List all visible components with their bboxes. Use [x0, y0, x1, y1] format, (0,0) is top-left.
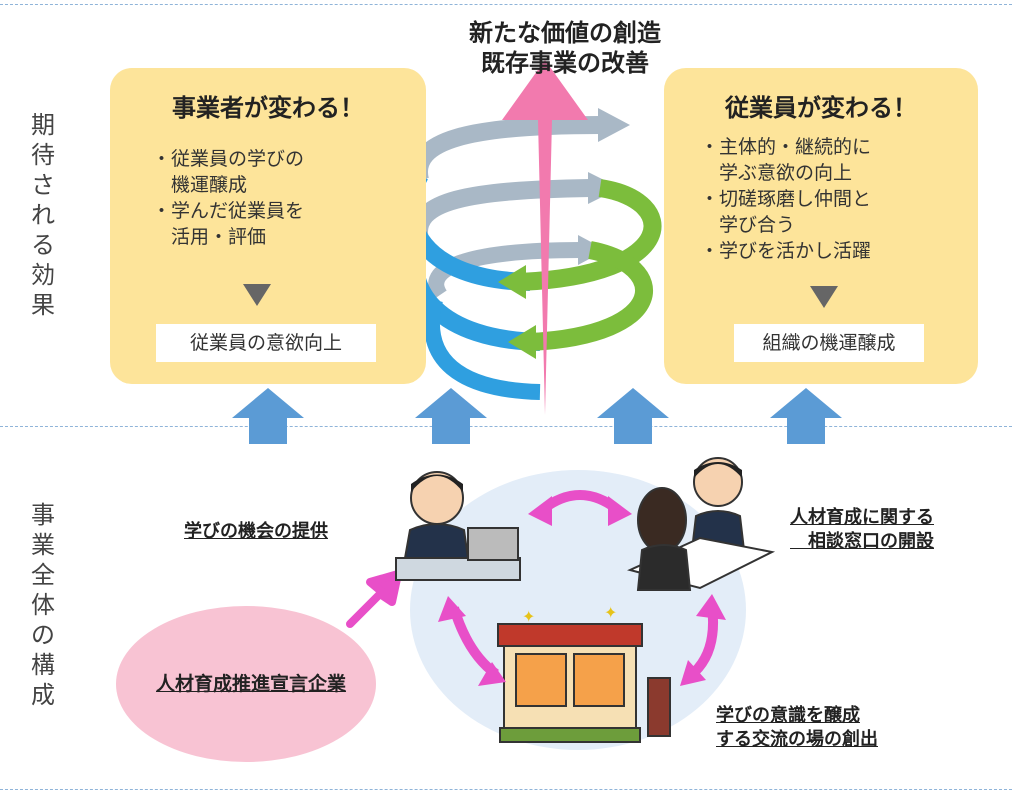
- company-to-desk-arrow: [346, 570, 402, 628]
- spiral-green-arc-1: [519, 179, 662, 291]
- right-bullet-5: ・学びを活かし活躍: [700, 240, 872, 262]
- right-panel-bullets: ・主体的・継続的に 学ぶ意欲の向上 ・切磋琢磨し仲間と 学び合う ・学びを活かし…: [700, 134, 871, 264]
- spiral-gray-arc-2: [409, 179, 591, 243]
- exchange-label: 学びの意識を醸成 する交流の場の創出: [716, 705, 878, 750]
- right-bullet-3: ・切磋琢磨し仲間と: [700, 188, 872, 210]
- spiral-green-arrowhead-2: [508, 325, 536, 359]
- double-arrow-top: [528, 490, 632, 526]
- header-title-line2: 既存事業の改善: [481, 49, 649, 77]
- left-bullet-3: ・学んだ従業員を: [152, 200, 305, 222]
- double-arrow-right: [680, 594, 726, 686]
- man-at-desk-illustration: [395, 471, 521, 581]
- left-result-box: 従業員の意欲向上: [156, 324, 376, 362]
- right-panel: 従業員が変わる！ ・主体的・継続的に 学ぶ意欲の向上 ・切磋琢磨し仲間と 学び合…: [664, 68, 978, 384]
- structure-side-label: 事 業 全 体 の 構 成: [31, 501, 55, 709]
- pink-up-arrow: [502, 60, 588, 415]
- svg-text:✦: ✦: [604, 603, 617, 622]
- right-result-box: 組織の機運醸成: [734, 324, 924, 362]
- right-bullet-2: 学ぶ意欲の向上: [700, 162, 853, 184]
- blue-up-arrow-2: [415, 388, 487, 444]
- header-title-line1: 新たな価値の創造: [469, 19, 661, 47]
- right-bullet-1: ・主体的・継続的に: [700, 136, 872, 158]
- value-creation-spiral: [402, 60, 662, 415]
- left-bullet-4: 活用・評価: [152, 226, 267, 248]
- top-dashed-line: [0, 4, 1012, 5]
- right-panel-title: 従業員が変わる！: [725, 94, 917, 122]
- blue-up-arrow-1: [232, 388, 304, 444]
- left-bullet-1: ・従業員の学びの: [152, 148, 305, 170]
- svg-text:✦: ✦: [522, 607, 535, 626]
- left-panel: 事業者が変わる！ ・従業員の学びの 機運醸成 ・学んだ従業員を 活用・評価 従業…: [110, 68, 426, 384]
- blue-up-arrow-4: [770, 388, 842, 444]
- left-panel-bullets: ・従業員の学びの 機運醸成 ・学んだ従業員を 活用・評価: [152, 146, 304, 250]
- exchange-building-illustration: ✦ ✦: [497, 603, 671, 743]
- double-arrow-left: [438, 596, 506, 686]
- left-bullet-2: 機運醸成: [152, 174, 248, 196]
- blue-up-arrow-3: [597, 388, 669, 444]
- structure-diagram: ✦ ✦: [116, 457, 776, 762]
- learning-opportunity-label: 学びの機会の提供: [184, 521, 328, 542]
- spiral-blue-arc-3: [423, 298, 541, 400]
- left-panel-title: 事業者が変わる！: [172, 94, 364, 122]
- effects-side-label: 期 待 さ れ る 効 果: [31, 111, 55, 319]
- spiral-green-arrowhead-1: [498, 265, 526, 299]
- left-down-triangle: [243, 284, 271, 306]
- right-down-triangle: [810, 286, 838, 308]
- bottom-dashed-line: [0, 789, 1012, 790]
- middle-dashed-line: [0, 426, 1012, 427]
- company-circle: [116, 606, 376, 762]
- consultation-illustration: [627, 457, 776, 591]
- spiral-gray-arrowhead-1: [598, 108, 630, 142]
- spiral-gray-arc-1: [409, 116, 601, 183]
- consultation-label: 人材育成に関する 相談窓口の開設: [790, 507, 934, 552]
- right-bullet-4: 学び合う: [700, 214, 796, 236]
- company-label: 人材育成推進宣言企業: [156, 673, 347, 695]
- blue-up-arrows: [232, 388, 842, 444]
- spiral-green-arc-2: [529, 241, 653, 351]
